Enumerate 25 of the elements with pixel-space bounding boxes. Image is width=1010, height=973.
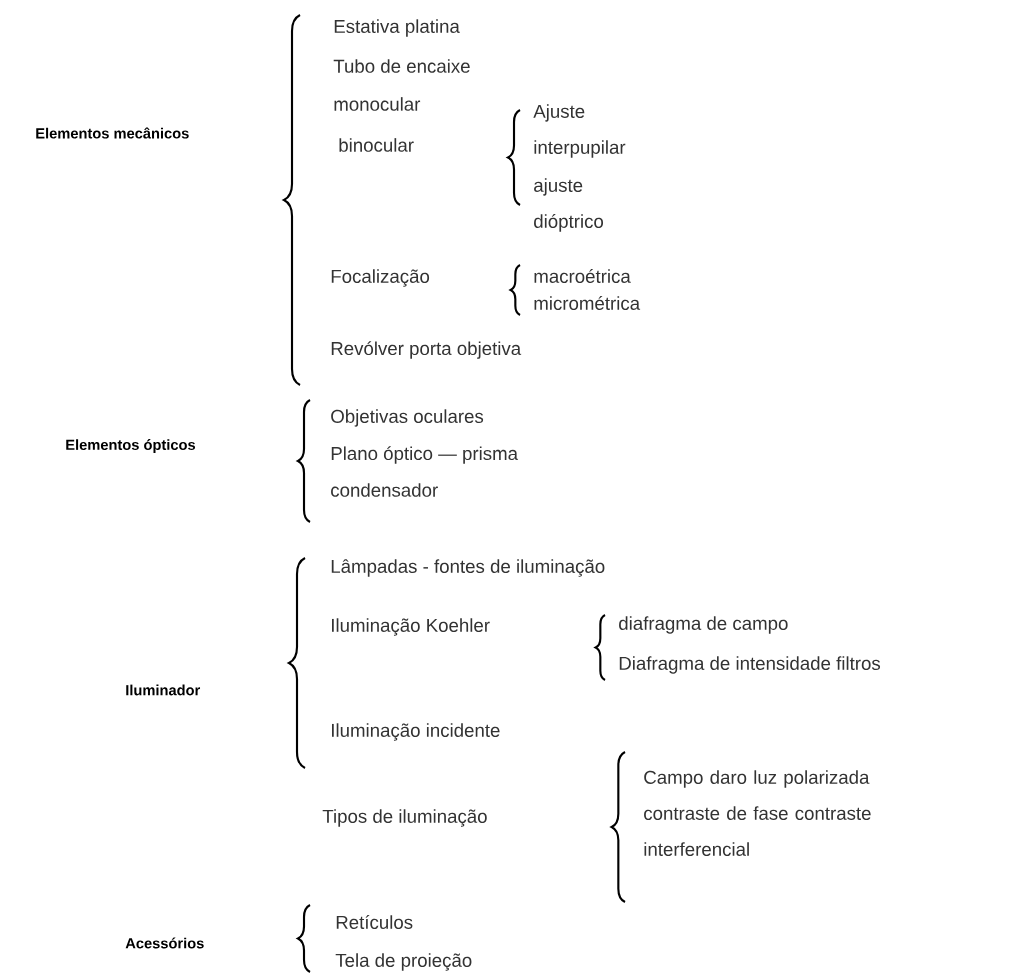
- item-text: ajuste dióptrico: [534, 178, 604, 232]
- item-text: Lâmpadas - fontes de iluminação: [331, 559, 605, 577]
- item-text: Focalização: [331, 269, 430, 287]
- group-heading: Acessórios: [125, 937, 204, 949]
- item-text: condensador: [331, 483, 438, 497]
- item-text: Campo daro luz polarizada contraste de fase contraste interferencial: [644, 770, 871, 856]
- item-text: Plano óptico — prisma: [331, 446, 519, 464]
- item-text: Estativa platina: [334, 19, 460, 37]
- item-text: binocular: [339, 138, 414, 152]
- item-text: monocular: [334, 97, 421, 111]
- item-text: Tela de proieção: [335, 953, 472, 971]
- item-text: Retículos: [336, 915, 413, 929]
- item-text: Revólver porta objetiva: [331, 341, 522, 359]
- item-text: Tipos de iluminação: [322, 809, 487, 827]
- group-heading: Elementos mecânicos: [36, 127, 189, 139]
- item-text: Objetivas oculares: [331, 409, 484, 427]
- group-heading: Elementos ópticos: [66, 439, 196, 453]
- item-text: diafragma de campo: [619, 616, 788, 634]
- item-text: micrométrica: [534, 296, 641, 310]
- item-text: Diafragma de intensidade filtros: [619, 656, 881, 674]
- group-heading: Iluminador: [126, 684, 200, 696]
- item-text: Iluminação Koehler: [332, 618, 490, 636]
- item-text: Iluminação incidente: [332, 723, 500, 741]
- item-text: macroétrica: [534, 269, 631, 283]
- item-text: Tubo de encaixe: [333, 59, 470, 73]
